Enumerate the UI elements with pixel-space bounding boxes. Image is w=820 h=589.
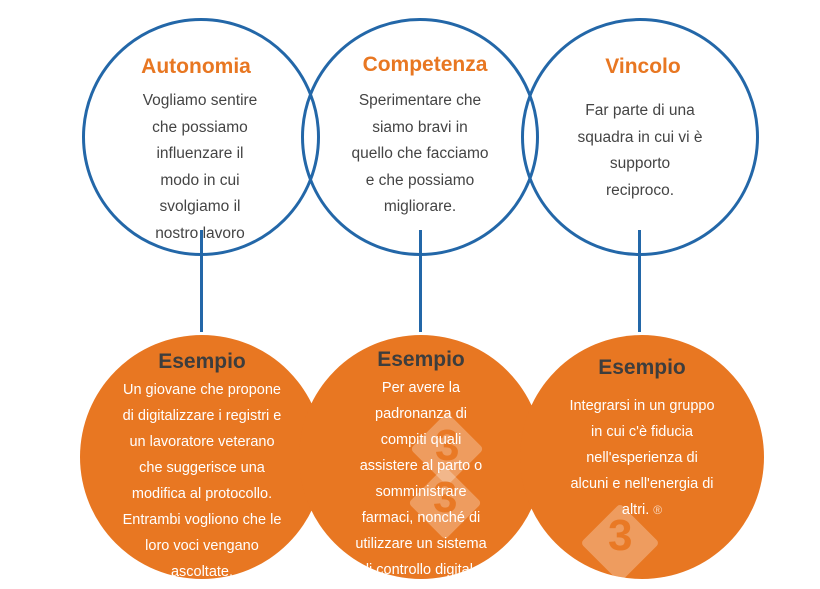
autonomia-line: Vogliamo sentire bbox=[142, 92, 258, 109]
autonomia-line: influenzare il bbox=[156, 145, 244, 162]
example-line: loro voci vengano bbox=[145, 538, 259, 554]
registered-mark: ® bbox=[653, 503, 663, 517]
example-title: Esempio bbox=[598, 356, 686, 379]
competenza-description: Sperimentare che siamo bravi in quello c… bbox=[320, 88, 520, 221]
example-title: Esempio bbox=[377, 348, 465, 371]
competenza-line: siamo bravi in bbox=[372, 118, 468, 136]
example-line: padronanza di bbox=[375, 406, 467, 422]
example-text: Un giovane che propone di digitalizzare … bbox=[80, 377, 324, 579]
example-title: Esempio bbox=[158, 350, 246, 373]
example-text: Integrarsi in un gruppo in cui c'è fiduc… bbox=[520, 393, 764, 523]
example-line: modifica al protocollo. bbox=[131, 486, 273, 502]
example-line: alcuni e nell'energia di bbox=[570, 476, 714, 492]
autonomia-description: Vogliamo sentire che possiamo influenzar… bbox=[100, 88, 300, 247]
example-line: di digitalizzare i registri e bbox=[122, 408, 282, 424]
example-line: ascoltate. bbox=[170, 564, 234, 579]
vincolo-line: Far parte di una bbox=[585, 102, 695, 119]
autonomia-title: Autonomia bbox=[141, 55, 251, 78]
autonomia-line: che possiamo bbox=[152, 118, 248, 136]
vincolo-description: Far parte di una squadra in cui vi è sup… bbox=[540, 98, 740, 204]
example-line: farmaci, nonché di bbox=[361, 510, 481, 526]
example-line: nell'esperienza di bbox=[586, 450, 698, 466]
example-line: un lavoratore veterano bbox=[129, 434, 275, 450]
competenza-line: e che possiamo bbox=[365, 171, 475, 189]
competenza-line: Sperimentare che bbox=[358, 92, 482, 109]
watermark-digit: 3 bbox=[433, 473, 458, 522]
autonomia-line: modo in cui bbox=[160, 171, 240, 189]
connector-autonomia bbox=[200, 230, 203, 332]
vincolo-line: squadra in cui vi è bbox=[577, 128, 703, 146]
connector-competenza bbox=[419, 230, 422, 332]
example-disc-vincolo: 3 Esempio Integrarsi in un gruppo in cui… bbox=[520, 335, 764, 579]
vincolo-line: reciproco. bbox=[605, 181, 675, 199]
vincolo-line: supporto bbox=[609, 155, 671, 172]
example-line: che suggerisce una bbox=[139, 460, 265, 476]
vincolo-title: Vincolo bbox=[605, 55, 681, 78]
example-line: Per avere la bbox=[381, 380, 461, 396]
autonomia-line: svolgiamo il bbox=[159, 198, 241, 215]
example-line: somministrare bbox=[375, 484, 467, 500]
example-disc-autonomia: Esempio Un giovane che propone di digita… bbox=[80, 335, 324, 579]
example-text: Per avere la padronanza di compiti quali… bbox=[299, 375, 543, 579]
connector-vincolo bbox=[638, 230, 641, 332]
watermark-digit: 3 bbox=[435, 421, 460, 470]
example-line: in cui c'è fiducia bbox=[591, 424, 693, 440]
example-line: utilizzare un sistema bbox=[355, 536, 487, 552]
competenza-line: quello che facciamo bbox=[351, 145, 489, 162]
example-line: di controllo digitale bbox=[360, 562, 482, 578]
example-line: assistere al parto o bbox=[359, 458, 483, 474]
competenza-line: migliorare. bbox=[383, 198, 457, 215]
example-line: compiti quali bbox=[380, 432, 462, 448]
example-line: Integrarsi in un gruppo bbox=[569, 398, 715, 414]
competenza-title: Competenza bbox=[362, 53, 488, 76]
example-disc-competenza: 3 3 Esempio Per avere la padronanza di c… bbox=[299, 335, 543, 579]
example-line-last: altri.® bbox=[520, 497, 764, 523]
example-line: Entrambi vogliono che le bbox=[122, 512, 282, 528]
example-line: altri. bbox=[621, 502, 650, 518]
watermark-digit: 3 bbox=[608, 511, 633, 560]
autonomia-line: nostro lavoro bbox=[155, 224, 245, 242]
example-line: Un giovane che propone bbox=[122, 382, 281, 398]
